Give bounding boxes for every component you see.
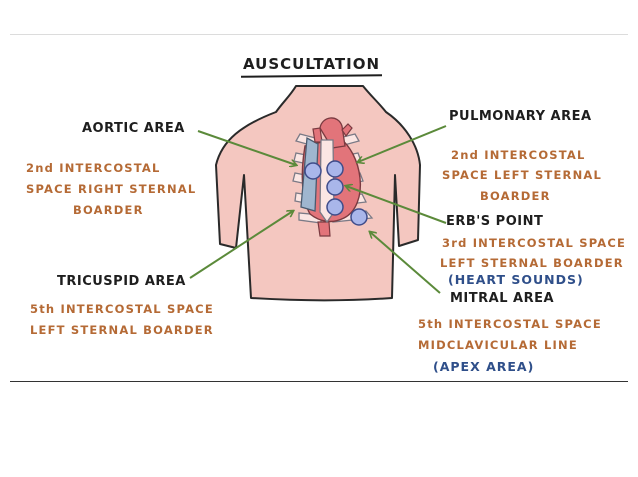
tricuspid-area-label: TRICUSPID AREA [57,274,186,289]
mitral-arrow [370,232,441,294]
pulmonary-marker [326,160,344,178]
erbs-point-arrow [346,186,447,224]
erbs-point-desc-line2: LEFT STERNAL BOARDER [440,256,624,270]
erbs-point-note: (HEART SOUNDS) [448,272,584,287]
aortic-area-desc-line1: 2nd INTERCOSTAL [26,161,161,175]
pointer-arrows [189,125,447,294]
mitral-area-desc-line2: MIDCLAVICULAR LINE [418,338,578,352]
tricuspid-area-desc-line1: 5th INTERCOSTAL SPACE [30,302,214,316]
aortic-arrow [197,130,296,165]
pulmonary-area-desc-line2: SPACE LEFT STERNAL [442,168,603,182]
erbs-point-desc-line1: 3rd INTERCOSTAL SPACE [442,236,627,250]
pulmonary-area-label: PULMONARY AREA [449,109,592,124]
erbs-point-label: ERB'S POINT [446,214,544,229]
aortic-area-label: AORTIC AREA [82,121,185,136]
pulmonary-area-desc-line3: BOARDER [480,189,551,203]
aortic-area-desc-line2: SPACE RIGHT STERNAL [26,182,197,196]
tricuspid-marker [326,198,344,216]
bottom-divider [10,381,628,382]
mitral-marker [350,208,368,226]
tricuspid-arrow [189,211,293,279]
auscultation-markers [304,160,368,226]
mitral-area-label: MITRAL AREA [450,291,555,306]
tricuspid-area-desc-line2: LEFT STERNAL BOARDER [30,323,214,337]
erbs-point-marker [326,178,344,196]
page-title: AUSCULTATION [243,55,381,73]
pulmonary-area-desc-line1: 2nd INTERCOSTAL [451,148,586,162]
top-divider [10,34,628,35]
aortic-marker [304,162,322,180]
pulmonary-arrow [358,125,447,162]
aortic-area-desc-line3: BOARDER [73,203,144,217]
mitral-area-note: (APEX AREA) [433,359,535,374]
mitral-area-desc-line1: 5th INTERCOSTAL SPACE [418,317,602,331]
